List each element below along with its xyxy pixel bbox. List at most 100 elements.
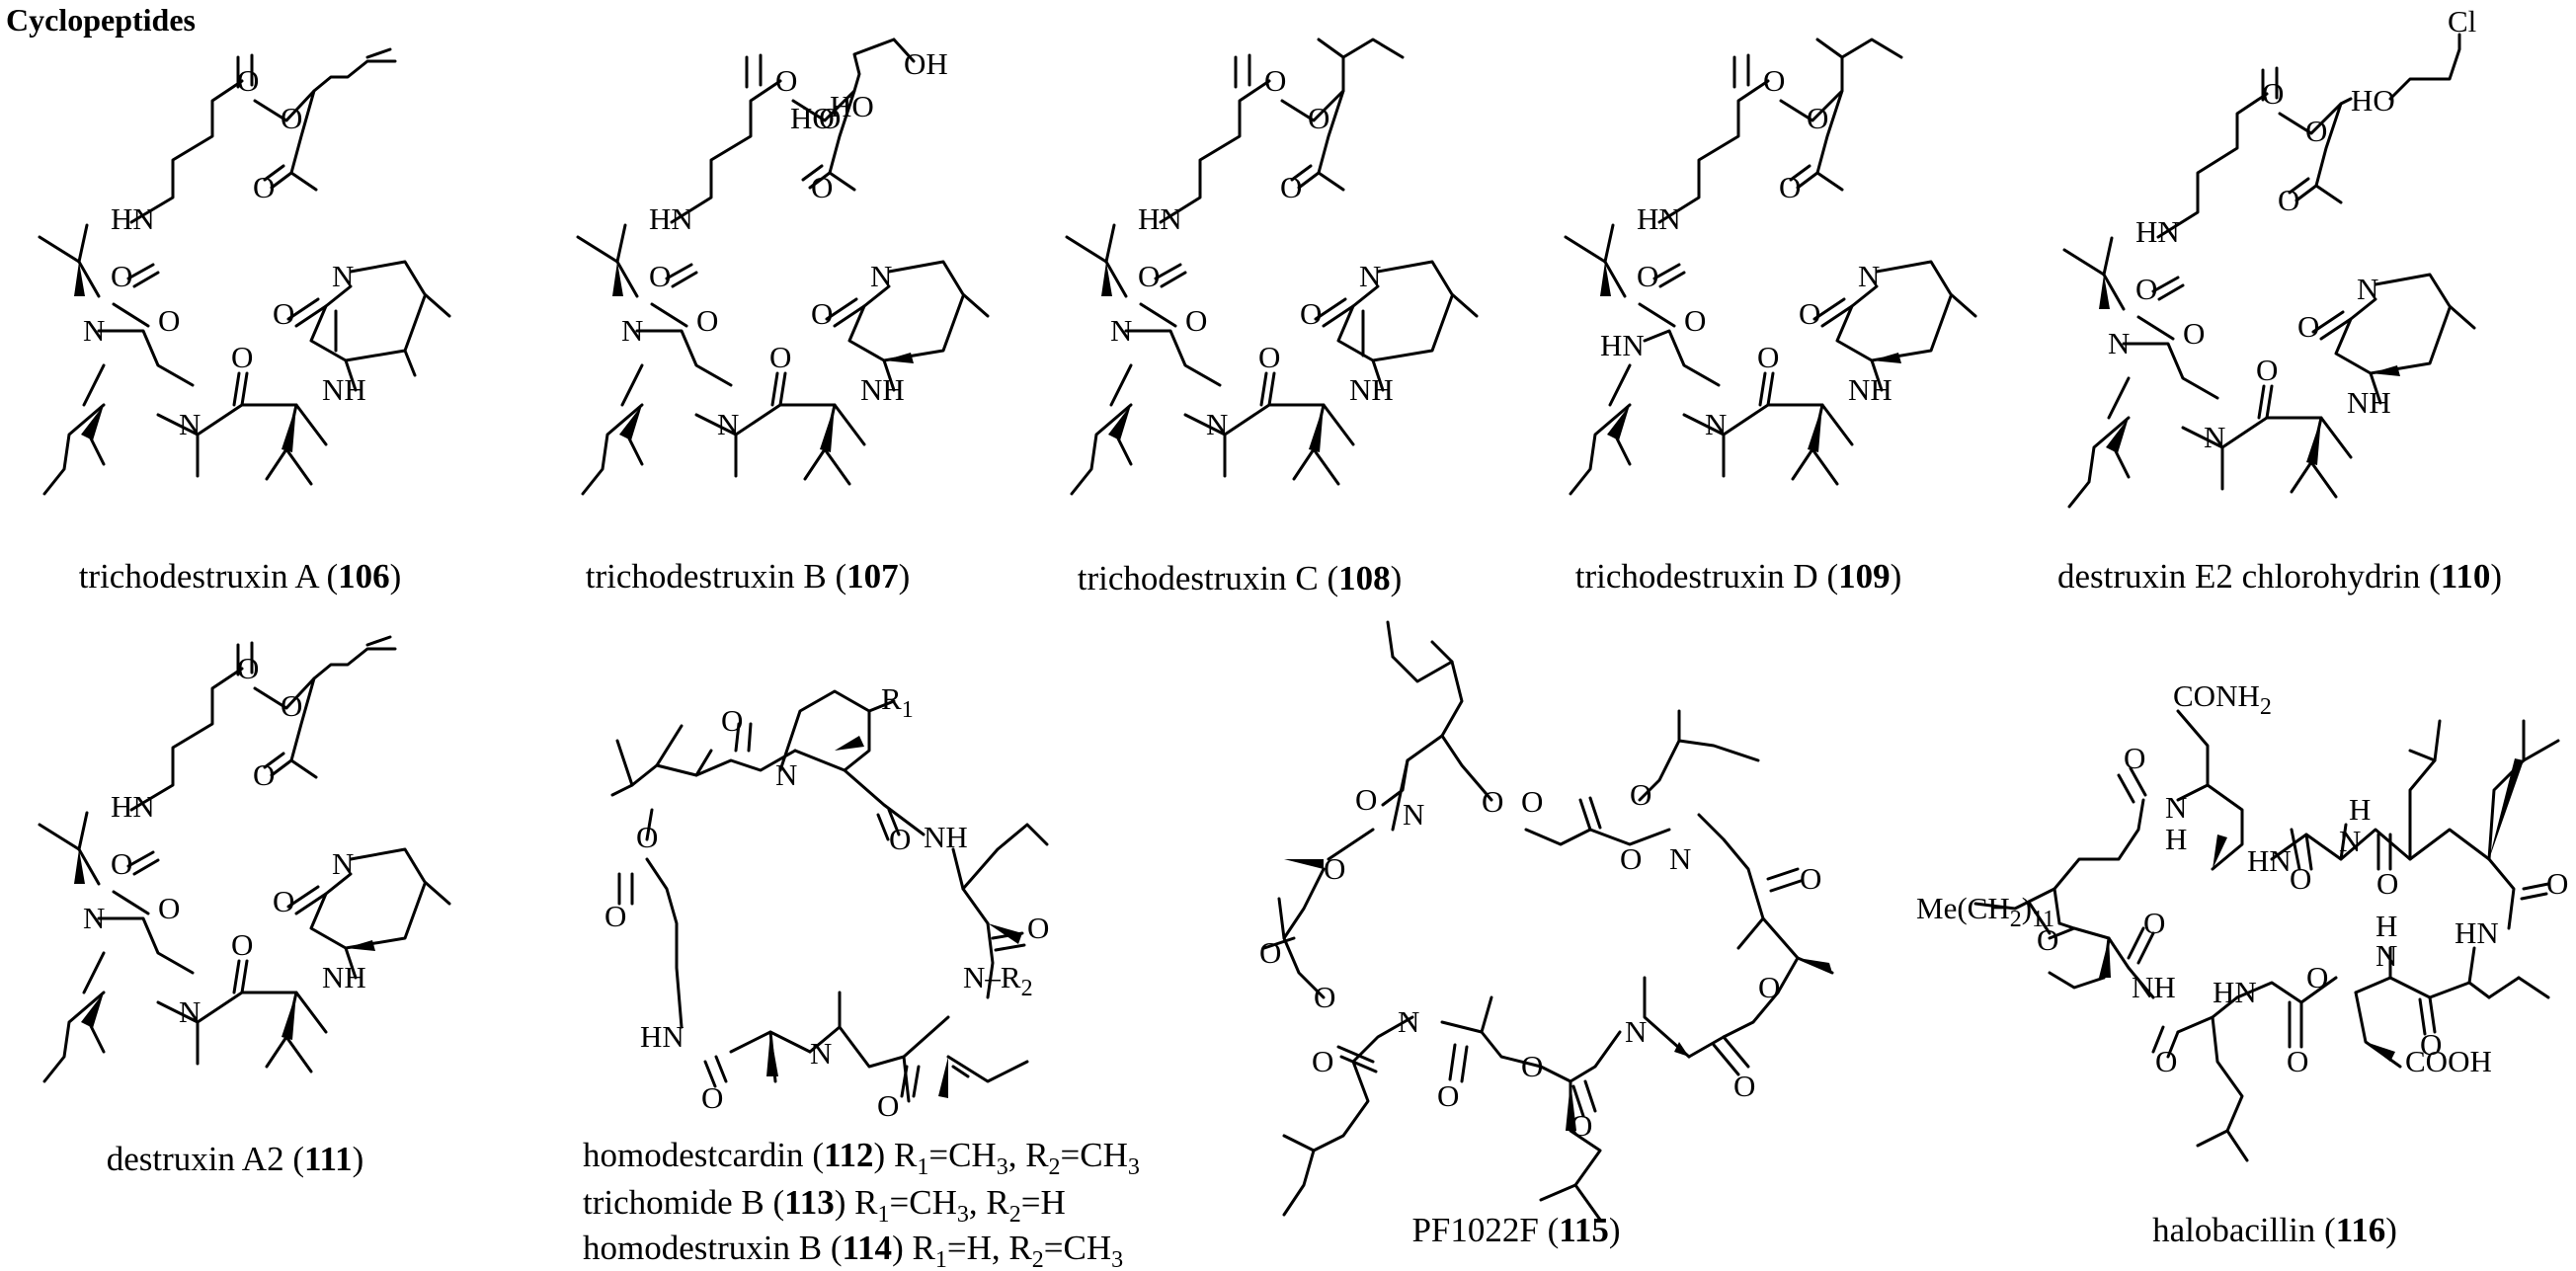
atom-O: O (1800, 861, 1821, 896)
stereo-wedges (766, 736, 1022, 1098)
atom-N: N (1625, 1014, 1647, 1049)
structure-108: HN O O O N O N O O O NH N trichodestruxi… (1065, 38, 1479, 597)
structure-116: CONH2 O N H HN O H N O O HN O H N COOH O… (1916, 678, 2568, 1249)
atom-N: N (1398, 1004, 1419, 1039)
atom-labels: O N R1 O NH O N–R2 O N O HN O O (604, 681, 1049, 1123)
atom-O: O (1779, 170, 1801, 204)
caption-108: trichodestruxin C (108) (1078, 559, 1403, 597)
atom-O: O (2546, 866, 2568, 901)
atom-NH: NH (860, 372, 905, 407)
atom-O: O (1138, 259, 1160, 293)
atom-O: O (1324, 851, 1345, 886)
atom-NH: NH (1848, 372, 1892, 407)
atom-O: O (1314, 980, 1335, 1014)
atom-O: O (1312, 1044, 1333, 1078)
atom-N: N (332, 846, 354, 881)
atom-O: O (1437, 1078, 1459, 1113)
atom-O: O (2262, 76, 2284, 111)
atom-O: O (701, 1080, 723, 1115)
atom-N: N (775, 757, 797, 792)
atom-labels: HN O O O N O N O O O NH N (83, 651, 366, 1029)
atom-N: N (1858, 259, 1880, 293)
atom-HO: HO (830, 89, 874, 123)
stereo-wedges (2099, 275, 2400, 465)
caption-116: halobacillin (116) (2152, 1211, 2397, 1249)
skeleton-bonds (38, 635, 451, 1083)
atom-O: O (1620, 841, 1642, 876)
caption-113: trichomide B (113) R1=CH3, R2=H (583, 1183, 1066, 1228)
atom-N: N (717, 407, 739, 441)
atom-O: O (237, 651, 259, 685)
skeleton-bonds (576, 38, 990, 496)
atom-O: O (231, 927, 253, 962)
structure-106: HN O O O N O N O O O NH N trichodestruxi… (38, 47, 451, 596)
atom-O: O (273, 884, 294, 918)
stereo-wedges (612, 262, 914, 452)
atom-O: O (1482, 784, 1503, 819)
atom-O: O (1355, 782, 1377, 817)
caption-112: homodestcardin (112) R1=CH3, R2=CH3 (583, 1136, 1140, 1180)
atom-O: O (2155, 1044, 2177, 1078)
atom-O: O (1521, 1049, 1543, 1083)
atom-labels: HN O O O N O N O O O NH N (83, 63, 366, 441)
atom-HO: HO (2351, 83, 2395, 118)
structure-115: O N O O O O N O O O N O O O N O O O O PF… (1259, 620, 1834, 1249)
atom-O: O (253, 170, 275, 204)
atom-labels: HN O O O N O N O O O NH N (1110, 63, 1394, 441)
caption-106: trichodestruxin A (106) (79, 557, 402, 596)
atom-O: O (1300, 296, 1322, 331)
atom-N: N (1705, 407, 1727, 441)
atom-O: O (158, 891, 180, 925)
atom-HN: HN (1637, 201, 1681, 236)
atom-N: N (2204, 420, 2225, 454)
atom-O: O (636, 820, 658, 854)
atom-N: N (2357, 272, 2378, 306)
atom-O: O (2290, 861, 2311, 896)
caption-114: homodestruxin B (114) R1=H, R2=CH3 (583, 1229, 1123, 1271)
atom-N-R2: N–R2 (963, 960, 1033, 1001)
atom-CONH2: CONH2 (2173, 678, 2272, 720)
atom-NH: NH (924, 820, 968, 854)
atom-HN: HN (640, 1019, 684, 1054)
atom-O: O (273, 296, 294, 331)
stereo-wedges (1101, 262, 1324, 452)
caption-109: trichodestruxin D (109) (1575, 557, 1902, 596)
atom-HN: HN (2247, 843, 2292, 878)
atom-O: O (281, 101, 302, 135)
atom-N: N (1403, 797, 1424, 832)
atom-labels: HN O O O HO HO OH N O N O O O NH N (621, 46, 948, 441)
atom-O: O (1521, 784, 1543, 819)
atom-labels: O N O O O O N O O O N O O O N O O O O (1259, 777, 1821, 1143)
atom-labels: HN O O O N O HN O O O NH N (1600, 63, 1892, 441)
structure-111: HN O O O N O N O O O NH N destruxin A2 (… (38, 635, 451, 1178)
atom-O: O (2297, 309, 2319, 344)
atom-N: N (810, 1036, 832, 1071)
atom-O: O (2278, 183, 2299, 217)
atom-HN: HN (2455, 915, 2499, 950)
caption-115: PF1022F (115) (1411, 1211, 1620, 1249)
atom-O: O (1280, 170, 1302, 204)
structure-112-114: O N R1 O NH O N–R2 O N O HN O O homodest… (583, 681, 1140, 1271)
atom-HO: HO (790, 101, 835, 135)
atom-N: N (1669, 841, 1691, 876)
atom-O: O (1807, 101, 1828, 135)
atom-N: N (83, 313, 105, 348)
atom-O: O (2287, 1044, 2308, 1078)
atom-HN: HN (1600, 328, 1645, 362)
skeleton-bonds (1564, 38, 1977, 496)
atom-O: O (1757, 340, 1779, 374)
caption-110: destruxin E2 chlorohydrin (110) (2057, 557, 2502, 596)
atom-HN: HN (2213, 975, 2257, 1009)
atom-O: O (237, 63, 259, 98)
skeleton-bonds (1065, 38, 1479, 496)
atom-O: O (2420, 1027, 2442, 1062)
atom-N: N (83, 901, 105, 935)
atom-MeCH2-11: Me(CH2)11 (1916, 891, 2054, 932)
atom-R1: R1 (881, 681, 914, 723)
atom-N: N (870, 259, 892, 293)
atom-O: O (696, 303, 718, 338)
structure-107: HN O O O HO HO OH N O N O O O NH N trich… (576, 38, 990, 596)
atom-O: O (1630, 777, 1651, 812)
atom-N: N (2375, 938, 2397, 973)
atom-H: H (2349, 792, 2371, 827)
